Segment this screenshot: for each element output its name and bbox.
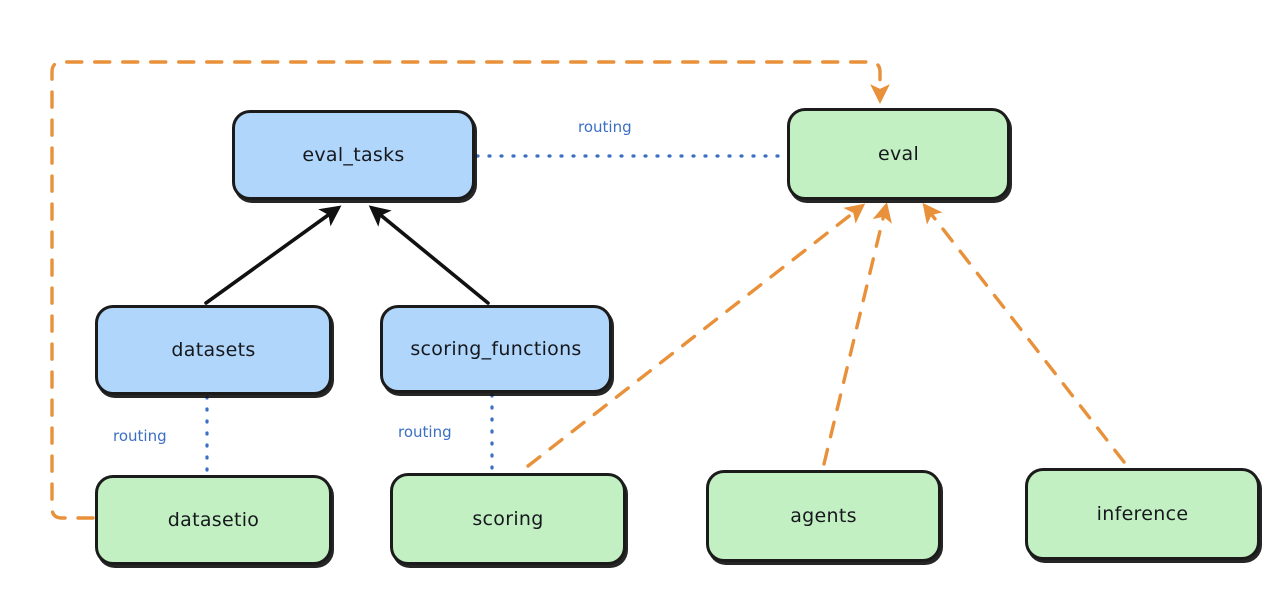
node-label: eval_tasks xyxy=(302,144,405,166)
node-scoring[interactable]: scoring xyxy=(390,473,626,565)
node-scoring-functions[interactable]: scoring_functions xyxy=(380,305,612,393)
node-label: inference xyxy=(1096,503,1189,525)
edge-label-routing-eval-tasks: routing xyxy=(578,118,632,136)
node-label: agents xyxy=(790,505,857,527)
node-label: eval xyxy=(877,143,920,165)
edge-datasets-to-eval-tasks xyxy=(204,205,342,305)
node-inference[interactable]: inference xyxy=(1025,468,1260,560)
edge-scoring-to-eval xyxy=(526,203,866,468)
node-label: datasets xyxy=(171,339,256,361)
node-eval-tasks[interactable]: eval_tasks xyxy=(232,110,475,200)
node-label: scoring_functions xyxy=(410,338,582,360)
node-datasets[interactable]: datasets xyxy=(95,305,332,395)
edge-scoring-functions-to-eval-tasks xyxy=(368,205,490,305)
node-agents[interactable]: agents xyxy=(706,470,941,562)
edge-agents-to-eval xyxy=(822,202,892,466)
edge-label-routing-datasets: routing xyxy=(113,427,167,445)
edge-datasetio-to-eval xyxy=(50,60,890,520)
node-datasetio[interactable]: datasetio xyxy=(95,475,332,565)
node-label: datasetio xyxy=(167,509,260,531)
node-label: scoring xyxy=(472,508,544,530)
edge-label-routing-scoring-functions: routing xyxy=(398,423,452,441)
edge-inference-to-eval xyxy=(922,202,1126,464)
node-eval[interactable]: eval xyxy=(787,108,1010,200)
